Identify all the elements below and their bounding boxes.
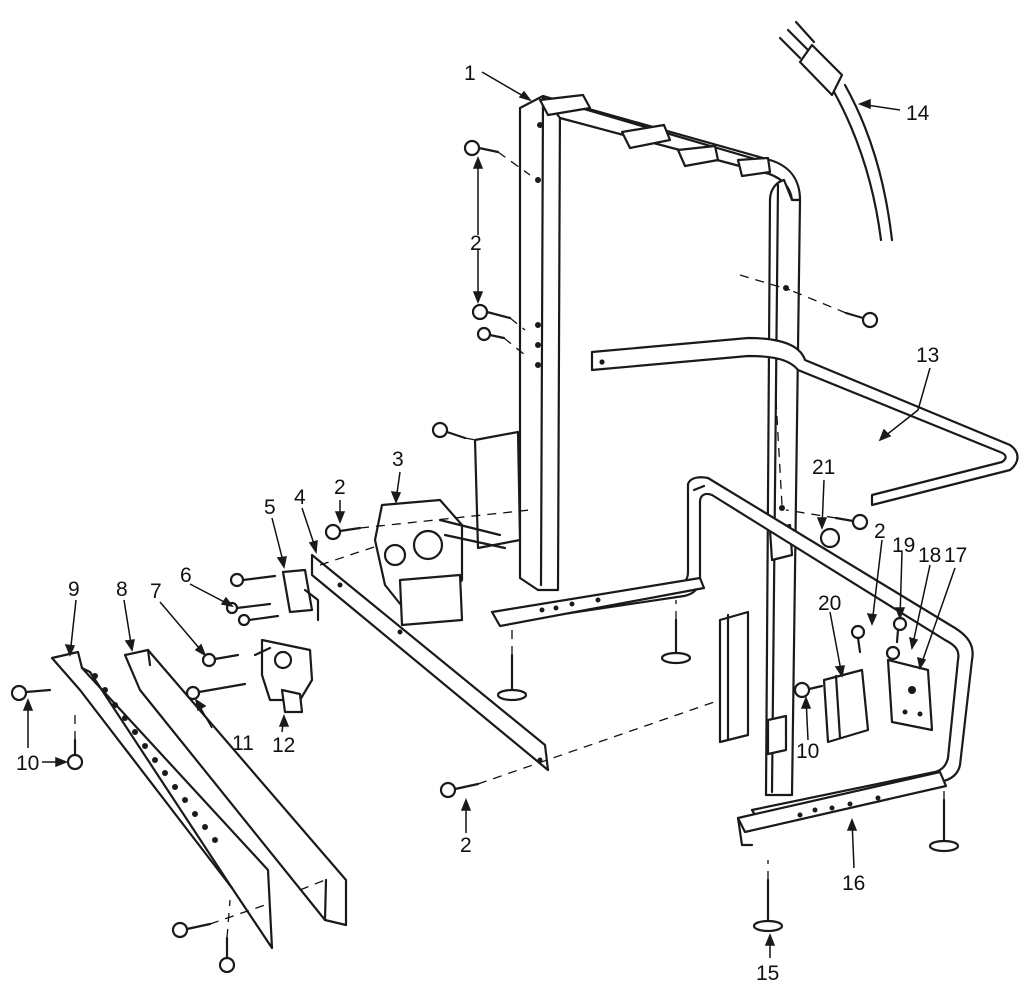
callout-5: 5: [264, 496, 276, 519]
callout-1: 1: [464, 62, 476, 85]
screw-icon: [185, 682, 247, 701]
bracket-17: [886, 658, 934, 732]
callout-2: 2: [470, 232, 482, 255]
callout-labels: 1 2 2 2 2 3 4 5 6 7 8 9 10 10 11 12 13 1…: [16, 62, 967, 985]
screw-icon: [431, 421, 467, 440]
long-bar: [310, 553, 550, 772]
screw-icon: [463, 139, 500, 157]
callout-2: 2: [460, 834, 472, 857]
callout-6: 6: [180, 564, 192, 587]
screw-icon: [892, 616, 908, 644]
callout-10: 10: [796, 740, 819, 763]
callout-12: 12: [272, 734, 295, 757]
screw-icon: [471, 303, 512, 321]
door-switch: [281, 568, 320, 622]
inner-strip: [123, 648, 348, 927]
screw-icon: [171, 921, 212, 939]
callout-3: 3: [392, 448, 404, 471]
leveling-leg-icon: [752, 878, 784, 933]
screws: [10, 139, 960, 974]
screw-icon: [10, 684, 52, 702]
callout-2: 2: [334, 476, 346, 499]
screw-icon: [66, 738, 84, 771]
leveling-leg-icon: [928, 798, 960, 853]
screw-icon: [229, 572, 277, 588]
screw-icon: [225, 601, 272, 615]
callout-14: 14: [906, 102, 930, 125]
power-cord: [778, 20, 894, 242]
callout-20: 20: [818, 592, 841, 615]
callout-16: 16: [842, 872, 865, 895]
brace-strap: [590, 336, 1019, 507]
screw-icon: [476, 326, 506, 342]
base-frame: [490, 476, 974, 847]
screw-icon: [834, 513, 869, 531]
callout-13: 13: [916, 344, 939, 367]
screw-icon: [850, 624, 866, 654]
screw-icon: [237, 613, 280, 627]
callout-15: 15: [756, 962, 779, 985]
screw-icon: [844, 311, 879, 329]
leveling-leg-icon: [496, 653, 528, 702]
screw-icon: [439, 781, 480, 799]
callout-17: 17: [944, 544, 967, 567]
screw-icon: [218, 936, 236, 974]
leader-lines: [22, 71, 956, 958]
callout-8: 8: [116, 578, 128, 601]
bracket-20: [822, 668, 870, 744]
callout-2: 2: [874, 520, 886, 543]
leveling-leg-icon: [660, 618, 692, 665]
callout-21: 21: [812, 456, 835, 479]
alignment-lines: [74, 151, 945, 939]
screw-icon: [201, 652, 240, 668]
callout-19: 19: [892, 534, 915, 557]
screw-icon: [793, 681, 824, 699]
knob-icon: [819, 527, 841, 549]
clip-bracket: [718, 610, 750, 744]
main-frame: [518, 93, 802, 797]
callout-18: 18: [918, 544, 941, 567]
washer-icon: [885, 645, 901, 661]
door-latch: [253, 638, 314, 714]
callout-9: 9: [68, 578, 80, 601]
callout-10: 10: [16, 752, 39, 775]
callout-4: 4: [294, 486, 306, 509]
callout-11: 11: [232, 732, 254, 755]
inlet-valve: [373, 430, 522, 627]
screw-icon: [324, 523, 362, 541]
outer-strip: [50, 650, 274, 950]
callout-7: 7: [150, 580, 162, 603]
